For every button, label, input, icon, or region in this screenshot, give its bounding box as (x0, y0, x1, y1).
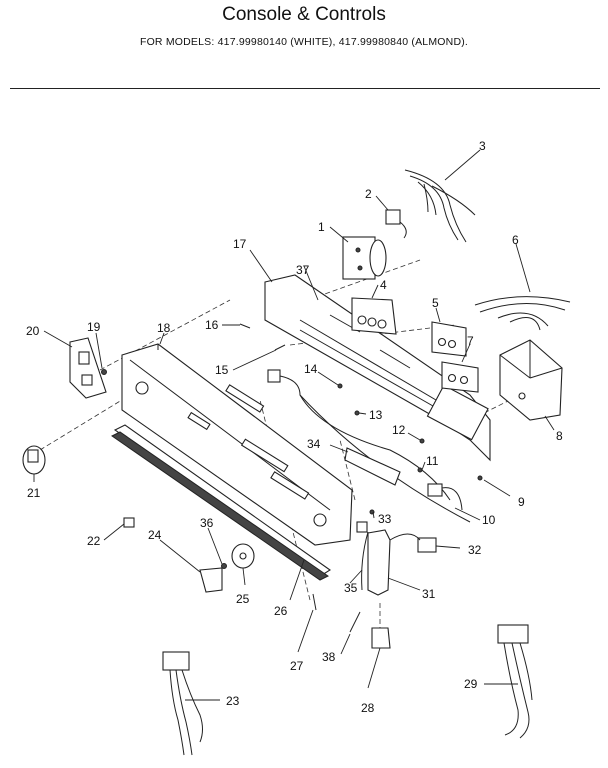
screw-11 (417, 467, 423, 473)
callout-3: 3 (479, 139, 486, 153)
callout-20: 20 (26, 324, 40, 338)
callout-23: 23 (226, 694, 240, 708)
screw-9 (477, 475, 483, 481)
callout-35: 35 (344, 581, 358, 595)
callout-21: 21 (27, 486, 41, 500)
trim-strip (111, 424, 331, 581)
cover-34 (344, 447, 401, 486)
callout-12: 12 (392, 423, 406, 437)
callout-9: 9 (518, 495, 525, 509)
callout-4: 4 (380, 278, 387, 292)
timer (342, 236, 387, 280)
left-bracket (69, 337, 107, 399)
screw-14 (337, 383, 343, 389)
callout-15: 15 (215, 363, 229, 377)
screw-12 (419, 438, 425, 444)
callout-10: 10 (482, 513, 496, 527)
spring-36 (221, 563, 227, 569)
console-bracket (264, 274, 491, 462)
screw-13 (354, 410, 360, 416)
callout-13: 13 (369, 408, 383, 422)
callout-1: 1 (318, 220, 325, 234)
callout-27: 27 (290, 659, 304, 673)
callout-29: 29 (464, 677, 478, 691)
dial-25 (231, 543, 255, 569)
connector-28 (371, 627, 391, 649)
clip-22 (123, 517, 135, 528)
switch-block-4 (351, 297, 397, 335)
connector-32 (389, 533, 437, 553)
clip-35 (361, 531, 369, 591)
callout-24: 24 (148, 528, 162, 542)
callout-6: 6 (512, 233, 519, 247)
callout-8: 8 (556, 429, 563, 443)
callout-16: 16 (205, 318, 219, 332)
screw-38 (349, 611, 361, 633)
callout-38: 38 (322, 650, 336, 664)
callout-36: 36 (200, 516, 214, 530)
callout-22: 22 (87, 534, 101, 548)
callout-25: 25 (236, 592, 250, 606)
screw-16 (239, 323, 251, 329)
screw-27 (312, 593, 317, 611)
callout-17: 17 (233, 237, 247, 251)
knob-24 (199, 567, 223, 593)
left-knob (22, 445, 46, 475)
console-panel (121, 343, 353, 546)
control-module (499, 339, 563, 421)
callout-32: 32 (468, 543, 482, 557)
wire-harness-23 (162, 651, 203, 756)
callout-33: 33 (378, 512, 392, 526)
callout-28: 28 (361, 701, 375, 715)
callout-2: 2 (365, 187, 372, 201)
wire-harness-29 (497, 624, 533, 739)
callout-14: 14 (304, 362, 318, 376)
screw-19 (101, 369, 107, 375)
switch-7 (441, 361, 479, 393)
callout-7: 7 (467, 334, 474, 348)
diagram-title: Console & Controls (222, 4, 386, 25)
model-subtitle: FOR MODELS: 417.99980140 (WHITE), 417.99… (139, 36, 469, 48)
header-divider (10, 88, 600, 89)
lamp-clip (385, 209, 407, 239)
callout-34: 34 (307, 437, 321, 451)
leader-lines (33, 149, 555, 701)
callout-26: 26 (274, 604, 288, 618)
bracket-31 (356, 521, 391, 596)
switch-5 (431, 321, 467, 357)
callout-19: 19 (87, 320, 101, 334)
callout-11: 11 (426, 454, 439, 468)
callout-37: 37 (296, 263, 310, 277)
callout-5: 5 (432, 296, 439, 310)
wire-harness-3 (404, 169, 476, 243)
screw-15 (274, 344, 286, 351)
callout-18: 18 (157, 321, 171, 335)
wire-harness-6 (474, 296, 571, 331)
callout-labels: 1 2 3 4 5 6 7 8 9 10 11 12 13 14 15 16 1… (26, 139, 563, 715)
callout-31: 31 (422, 587, 436, 601)
